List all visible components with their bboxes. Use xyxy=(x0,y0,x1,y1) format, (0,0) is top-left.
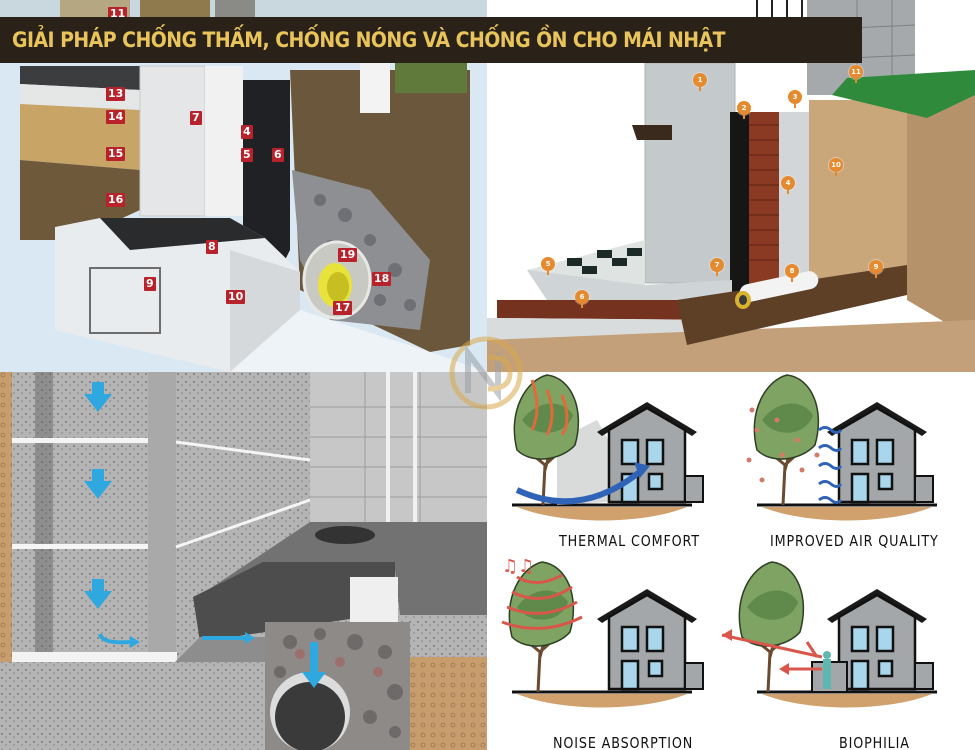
layer-label-19: 19 xyxy=(338,248,358,262)
pin-6: 6 xyxy=(575,290,589,308)
drainage-diagram-panel xyxy=(0,372,487,750)
tree-benefits-panel: ♫♫ THERMAL COMFORT IMPROVED AIR QUALITY … xyxy=(487,372,975,750)
basement-wall-illustration xyxy=(487,0,975,372)
title-banner: GIẢI PHÁP CHỐNG THẤM, CHỐNG NÓNG VÀ CHỐN… xyxy=(0,17,862,63)
pin-4: 4 xyxy=(781,176,795,194)
layer-label-5: 5 xyxy=(241,148,253,162)
layer-label-13: 13 xyxy=(106,87,126,101)
layer-label-7: 7 xyxy=(190,111,202,125)
caption-thermal-comfort: THERMAL COMFORT xyxy=(559,532,700,550)
tree-benefits-illustration: ♫♫ xyxy=(501,373,939,709)
layer-label-14: 14 xyxy=(106,110,126,124)
layer-label-8: 8 xyxy=(206,240,218,254)
pin-1: 1 xyxy=(693,73,707,91)
layer-label-4: 4 xyxy=(241,125,253,139)
caption-improved-air-quality: IMPROVED AIR QUALITY xyxy=(770,532,939,550)
pin-8: 8 xyxy=(785,264,799,282)
pin-3: 3 xyxy=(788,90,802,108)
banner-title: GIẢI PHÁP CHỐNG THẤM, CHỐNG NÓNG VÀ CHỐN… xyxy=(12,28,726,52)
layer-label-10: 10 xyxy=(226,290,246,304)
svg-text:♫♫: ♫♫ xyxy=(502,556,534,577)
pin-5: 5 xyxy=(541,257,555,275)
layer-label-6: 6 xyxy=(272,148,284,162)
caption-noise-absorption: NOISE ABSORPTION xyxy=(553,734,694,750)
layer-label-16: 16 xyxy=(106,193,126,207)
layer-label-9: 9 xyxy=(144,277,156,291)
pin-2: 2 xyxy=(737,101,751,119)
block-wall-drainage-illustration xyxy=(0,372,487,750)
layer-label-18: 18 xyxy=(372,272,392,286)
layer-label-15: 15 xyxy=(106,147,126,161)
caption-biophilia: BIOPHILIA xyxy=(839,734,910,750)
pin-11: 11 xyxy=(849,65,863,83)
pin-7: 7 xyxy=(710,258,724,276)
layer-label-17: 17 xyxy=(333,301,353,315)
pin-10: 10 xyxy=(829,158,843,176)
pin-9: 9 xyxy=(869,260,883,278)
